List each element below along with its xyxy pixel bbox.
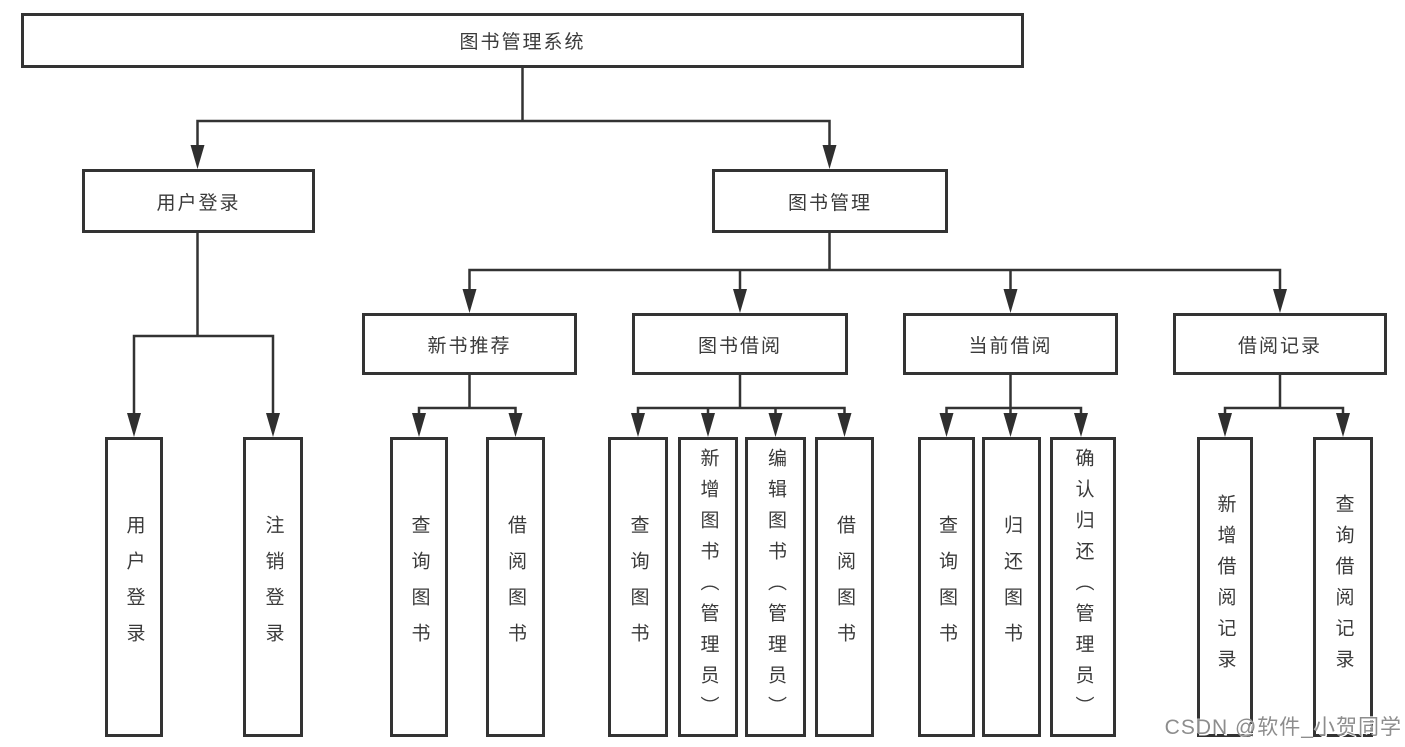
node-leaf-add-borrow-record: 新增借阅记录 (1197, 437, 1253, 737)
node-label: 查询图书 (408, 515, 430, 659)
node-borrowing-records: 借阅记录 (1173, 313, 1387, 375)
node-leaf-edit-book-admin: 编辑图书（管理员） (745, 437, 806, 737)
node-current-borrowing: 当前借阅 (903, 313, 1118, 375)
node-label: 编辑图书（管理员） (765, 447, 786, 727)
node-label: 注销登录 (262, 515, 284, 659)
node-label: 图书借阅 (697, 335, 782, 357)
node-leaf-query-books-2: 查询图书 (608, 437, 668, 737)
node-label: 确认归还（管理员） (1072, 447, 1094, 727)
node-leaf-return-books: 归还图书 (982, 437, 1041, 737)
node-leaf-borrow-books-2: 借阅图书 (815, 437, 874, 737)
node-label: 借阅记录 (1237, 335, 1322, 357)
node-label: 图书管理 (787, 192, 872, 214)
node-label: 查询图书 (627, 515, 649, 659)
node-label: 新增借阅记录 (1214, 494, 1236, 680)
node-label: 查询借阅记录 (1332, 494, 1354, 680)
node-leaf-query-borrow-record: 查询借阅记录 (1313, 437, 1373, 737)
node-leaf-query-books-1: 查询图书 (390, 437, 448, 737)
node-label: 借阅图书 (834, 515, 855, 659)
node-leaf-add-book-admin: 新增图书（管理员） (678, 437, 738, 737)
node-library-management-system: 图书管理系统 (21, 13, 1024, 68)
node-label: 借阅图书 (505, 515, 526, 659)
node-label: 归还图书 (1001, 515, 1022, 659)
node-leaf-query-books-3: 查询图书 (918, 437, 975, 737)
node-label: 当前借阅 (968, 335, 1053, 357)
watermark-text: CSDN @软件_小贺同学 (1164, 716, 1402, 739)
node-label: 查询图书 (936, 515, 957, 659)
node-user-login: 用户登录 (82, 169, 315, 233)
node-new-book-recommendation: 新书推荐 (362, 313, 577, 375)
node-label: 图书管理系统 (459, 32, 586, 53)
node-leaf-borrow-books-1: 借阅图书 (486, 437, 545, 737)
node-label: 新增图书（管理员） (697, 447, 719, 727)
node-leaf-logout: 注销登录 (243, 437, 303, 737)
arrowheads (127, 145, 1350, 437)
node-leaf-confirm-return-admin: 确认归还（管理员） (1050, 437, 1116, 737)
node-book-borrowing: 图书借阅 (632, 313, 848, 375)
node-leaf-user-login: 用户登录 (105, 437, 163, 737)
node-label: 用户登录 (123, 515, 145, 659)
node-label: 用户登录 (156, 192, 241, 214)
node-book-management: 图书管理 (712, 169, 948, 233)
node-label: 新书推荐 (427, 335, 512, 357)
